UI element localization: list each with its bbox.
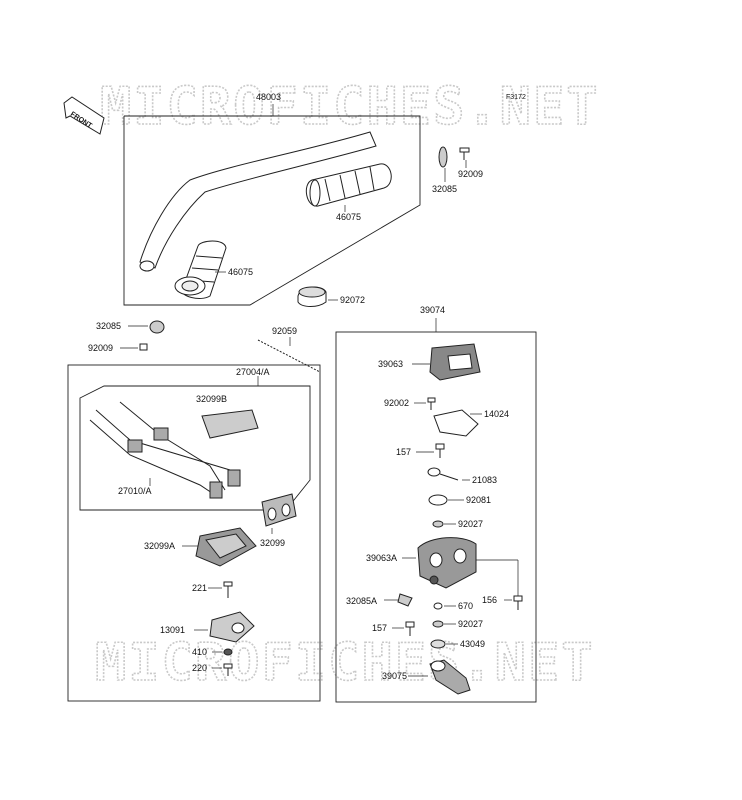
watermark-bottom: MICROFICHES.NET <box>95 633 595 693</box>
screw-220 <box>223 663 233 676</box>
part-39063A-label: 39063A <box>366 553 397 563</box>
part-27010A-label: 27010/A <box>118 486 152 496</box>
part-92027-bottom-label: 92027 <box>458 619 483 629</box>
part-157-top-label: 157 <box>396 447 411 457</box>
part-92072-label: 92072 <box>340 295 365 305</box>
part-92027-top-label: 92027 <box>458 519 483 529</box>
washer-410 <box>223 648 233 656</box>
part-39074-label: 39074 <box>420 305 445 315</box>
part-32099A-label: 32099A <box>144 541 175 551</box>
bar-end-32085-top <box>438 146 448 168</box>
handlebar-group-frame <box>123 115 421 306</box>
screw-221 <box>223 581 233 598</box>
bar-end-32085-left <box>149 320 165 334</box>
bracket-13091 <box>209 611 255 643</box>
part-92009-left-label: 92009 <box>88 343 113 353</box>
spring-92059 <box>257 339 321 373</box>
plate-14024 <box>433 409 479 437</box>
thumb-lever-39075 <box>429 659 471 695</box>
screw-92009-left <box>139 343 148 351</box>
part-157-bottom-label: 157 <box>372 623 387 633</box>
clip-32085A <box>397 593 413 607</box>
part-92059-label: 92059 <box>272 326 297 336</box>
part-27004A-label: 27004/A <box>236 367 270 377</box>
part-13091-label: 13091 <box>160 625 185 635</box>
right-grip-46075 <box>305 163 392 207</box>
front-arrow-icon: FRONT <box>63 96 105 135</box>
ring-92081 <box>428 494 448 506</box>
part-156-label: 156 <box>482 595 497 605</box>
terminal-21083 <box>427 467 459 481</box>
part-92081-label: 92081 <box>466 495 491 505</box>
part-92002-label: 92002 <box>384 398 409 408</box>
nut-92027-top <box>432 520 444 528</box>
oring-670 <box>433 602 443 610</box>
part-21083-label: 21083 <box>472 475 497 485</box>
throttle-cables-27010A <box>89 401 241 499</box>
part-43049-label: 43049 <box>460 639 485 649</box>
left-grip-46075 <box>174 240 227 299</box>
part-92009-top-label: 92009 <box>458 169 483 179</box>
part-410-label: 410 <box>192 647 207 657</box>
part-220-label: 220 <box>192 663 207 673</box>
part-46075-right-label: 46075 <box>336 212 361 222</box>
switch-cover-39063 <box>429 343 481 381</box>
part-48003-label: 48003 <box>256 92 281 102</box>
screw-157-bottom <box>405 621 415 636</box>
screw-156 <box>476 559 523 610</box>
switch-housing-39063A <box>417 537 477 589</box>
part-32085-left-label: 32085 <box>96 321 121 331</box>
part-39063-label: 39063 <box>378 359 403 369</box>
screw-92002 <box>427 397 436 410</box>
screw-157-top <box>435 443 445 458</box>
screw-92009-top <box>459 147 470 160</box>
clamp-92072 <box>297 286 327 307</box>
part-670-label: 670 <box>458 601 473 611</box>
cable-subgroup-frame <box>79 385 311 511</box>
figure-code: F3172 <box>506 94 526 101</box>
part-32099B-label: 32099B <box>196 394 227 404</box>
cable-holder-32099 <box>261 493 297 527</box>
part-32099-label: 32099 <box>260 538 285 548</box>
housing-32099A <box>195 527 257 567</box>
nut-92027-bottom <box>432 620 444 628</box>
cover-32099B <box>201 409 259 439</box>
part-14024-label: 14024 <box>484 409 509 419</box>
part-32085-top-label: 32085 <box>432 184 457 194</box>
handlebar-tube <box>139 131 377 269</box>
watermark-top: MICROFICHES.NET <box>100 77 600 137</box>
part-39075-label: 39075 <box>382 671 407 681</box>
part-46075-left-label: 46075 <box>228 267 253 277</box>
part-221-label: 221 <box>192 583 207 593</box>
cable-group-frame <box>67 364 321 702</box>
part-32085A-label: 32085A <box>346 596 377 606</box>
seal-43049 <box>430 639 446 649</box>
